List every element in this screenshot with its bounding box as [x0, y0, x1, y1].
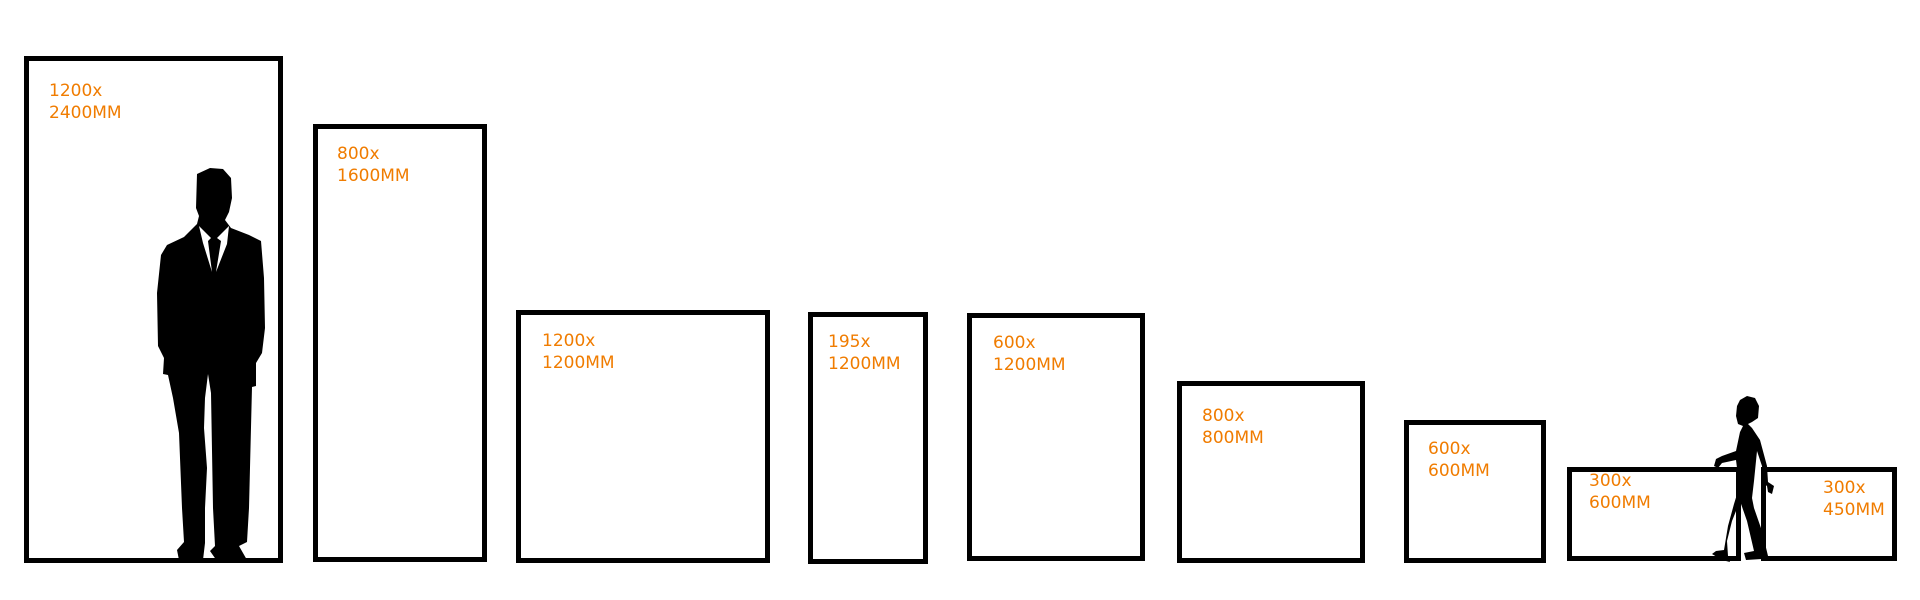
size-width: 1200x — [542, 331, 596, 351]
size-height: 600MM — [1589, 493, 1651, 513]
size-height: 1200MM — [993, 355, 1066, 375]
panel-800x1600 — [313, 124, 487, 562]
walking-man-silhouette-icon — [1712, 396, 1774, 562]
size-width: 800x — [1202, 406, 1245, 426]
size-width: 1200x — [49, 81, 103, 101]
panel-300x450 — [1761, 467, 1897, 561]
size-height: 1200MM — [542, 353, 615, 373]
size-height: 800MM — [1202, 428, 1264, 448]
panel-600x600 — [1404, 420, 1546, 563]
size-width: 195x — [828, 332, 871, 352]
panel-195x1200 — [808, 312, 928, 564]
size-width: 300x — [1823, 478, 1866, 498]
size-height: 600MM — [1428, 461, 1490, 481]
panel-800x800 — [1177, 381, 1365, 563]
size-height: 1200MM — [828, 354, 901, 374]
size-height: 450MM — [1823, 500, 1885, 520]
size-width: 300x — [1589, 471, 1632, 491]
panel-1200x1200 — [516, 310, 770, 563]
standing-man-silhouette-icon — [157, 168, 265, 561]
size-height: 1600MM — [337, 166, 410, 186]
panel-600x1200 — [967, 313, 1145, 561]
size-width: 600x — [993, 333, 1036, 353]
size-width: 600x — [1428, 439, 1471, 459]
size-height: 2400MM — [49, 103, 122, 123]
size-width: 800x — [337, 144, 380, 164]
panel-300x600 — [1567, 467, 1741, 561]
